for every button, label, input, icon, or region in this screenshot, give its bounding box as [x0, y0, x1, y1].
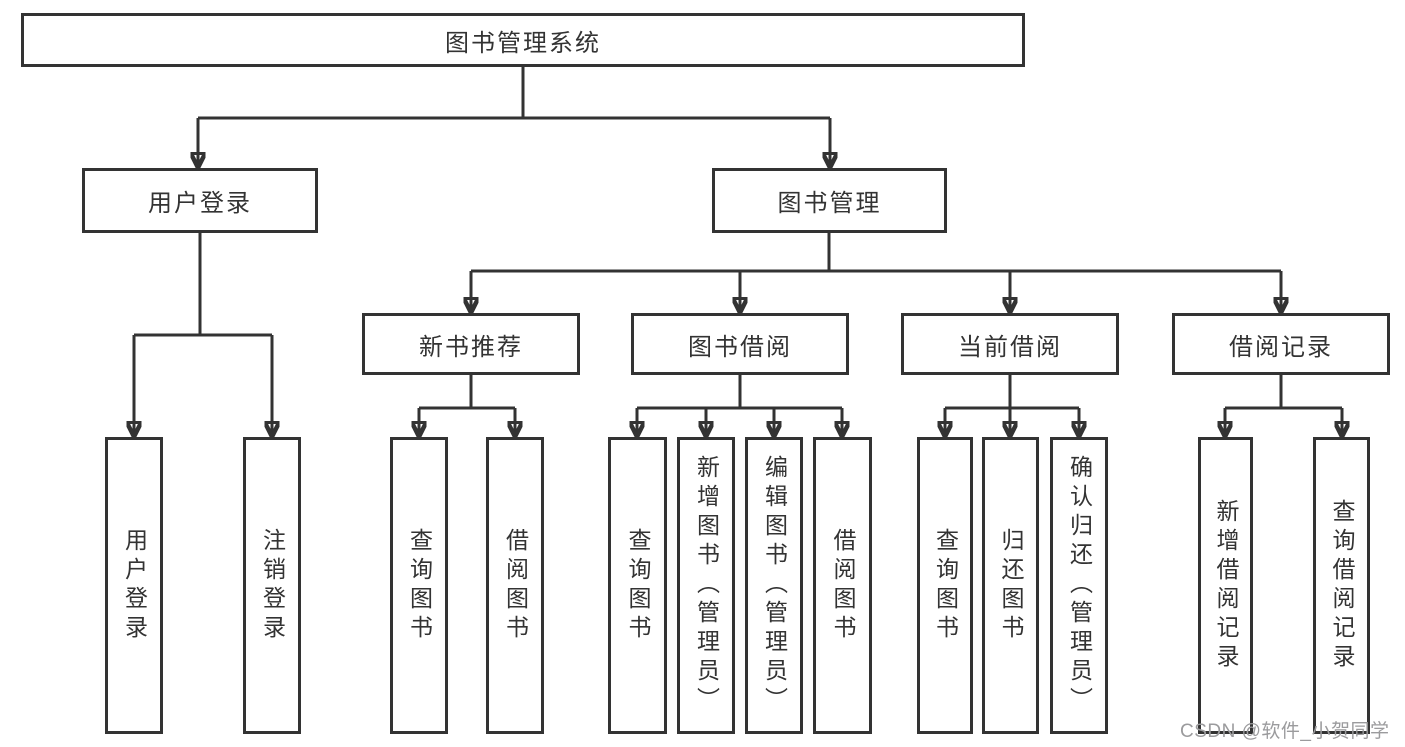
node-current-borrowing: 当前借阅	[901, 313, 1119, 375]
leaf-query-book-current: 查询图书	[917, 437, 973, 734]
node-new-book-recommendation: 新书推荐	[362, 313, 580, 375]
connector-root-to-level2	[198, 67, 830, 164]
leaf-add-book-admin: 新增图书（管理员）	[677, 437, 735, 734]
node-borrowing-records: 借阅记录	[1172, 313, 1390, 375]
leaf-borrow-book-recommendation: 借阅图书	[486, 437, 544, 734]
leaf-edit-book-admin: 编辑图书（管理员）	[745, 437, 803, 734]
node-book-management: 图书管理	[712, 168, 947, 233]
leaf-return-book: 归还图书	[982, 437, 1039, 734]
connector-borrow-records-children	[1225, 375, 1342, 433]
connector-user-login-children	[134, 233, 272, 433]
node-book-borrowing: 图书借阅	[631, 313, 849, 375]
node-user-login: 用户登录	[82, 168, 318, 233]
leaf-query-borrow-record: 查询借阅记录	[1313, 437, 1370, 734]
connector-new-book-rec-children	[419, 375, 515, 433]
connector-current-borrow-children	[945, 375, 1079, 433]
connector-book-borrow-children	[637, 375, 842, 433]
leaf-user-login: 用户登录	[105, 437, 163, 734]
leaf-logout: 注销登录	[243, 437, 301, 734]
leaf-add-borrow-record: 新增借阅记录	[1198, 437, 1253, 734]
leaf-query-book-borrowing: 查询图书	[608, 437, 667, 734]
connector-book-mgmt-children	[471, 233, 1281, 309]
leaf-query-book-recommendation: 查询图书	[390, 437, 448, 734]
node-library-management-system: 图书管理系统	[21, 13, 1025, 67]
leaf-confirm-return-admin: 确认归还（管理员）	[1050, 437, 1108, 734]
leaf-borrow-book: 借阅图书	[813, 437, 872, 734]
